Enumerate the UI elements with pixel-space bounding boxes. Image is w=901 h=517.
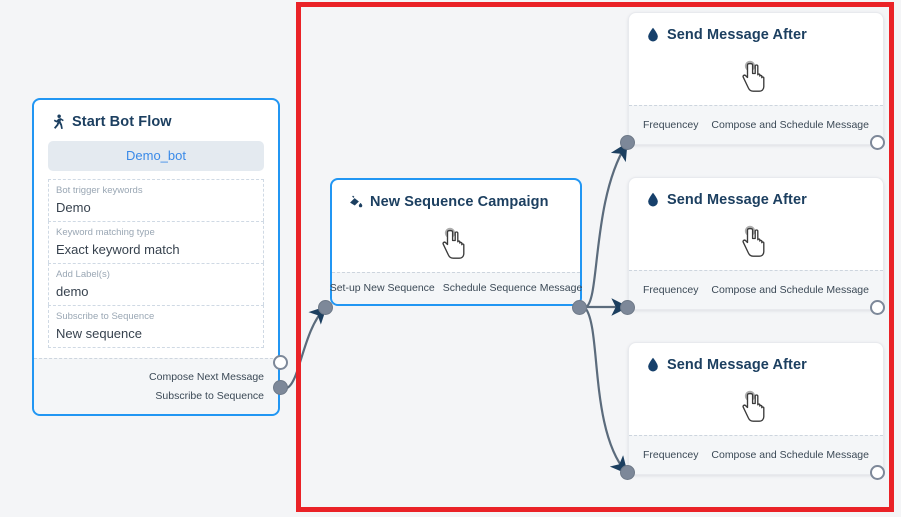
node-title: Start Bot Flow (72, 113, 172, 130)
water-drop-icon (645, 191, 660, 208)
port-schedule-sequence-message[interactable] (572, 300, 587, 315)
node-port-bar: Frequencey Compose and Schedule Message (629, 105, 883, 144)
port-setup-new-sequence[interactable] (318, 300, 333, 315)
node-body (629, 214, 883, 270)
node-body (629, 49, 883, 105)
port-row-subscribe-to-sequence: Subscribe to Sequence (48, 386, 264, 405)
node-title: Send Message After (667, 356, 807, 373)
node-port-bar: Set-up New Sequence Schedule Sequence Me… (330, 272, 583, 304)
node-title: Send Message After (667, 26, 807, 43)
port-row-compose-next-message: Compose Next Message (48, 367, 264, 386)
node-port-bar: Frequencey Compose and Schedule Message (629, 270, 883, 309)
port-frequencey-2[interactable] (620, 300, 635, 315)
field-add-labels[interactable]: Add Label(s) demo (48, 263, 264, 305)
node-header: Send Message After (629, 178, 883, 214)
port-label-compose-and-schedule-message: Compose and Schedule Message (711, 448, 869, 461)
hand-cursor-icon (737, 222, 775, 262)
port-labels: Frequencey Compose and Schedule Message (643, 280, 869, 299)
field-value: demo (56, 284, 89, 299)
bot-selector-pill[interactable]: Demo_bot (48, 141, 264, 171)
port-label-frequencey: Frequencey (643, 283, 699, 296)
field-value: New sequence (56, 326, 142, 341)
port-subscribe-to-sequence[interactable] (273, 380, 288, 395)
port-label: Compose Next Message (149, 370, 264, 383)
node-start-bot-flow[interactable]: Start Bot Flow Demo_bot Bot trigger keyw… (32, 98, 280, 416)
node-send-message-after-2[interactable]: Send Message After Frequencey Compose an… (628, 177, 884, 310)
node-header: Send Message After (629, 13, 883, 49)
node-title: Send Message After (667, 191, 807, 208)
port-label-setup-new-sequence: Set-up New Sequence (329, 282, 435, 294)
port-labels: Set-up New Sequence Schedule Sequence Me… (330, 282, 583, 294)
node-port-bar: Compose Next Message Subscribe to Sequen… (34, 358, 278, 414)
paint-pour-icon (348, 193, 363, 210)
port-frequencey-1[interactable] (620, 135, 635, 150)
edge-sequencecampaign-to-message3 (585, 308, 628, 475)
node-send-message-after-1[interactable]: Send Message After Frequencey Compose an… (628, 12, 884, 145)
node-body (332, 216, 580, 272)
node-send-message-after-3[interactable]: Send Message After Frequencey Compose an… (628, 342, 884, 475)
node-body (629, 379, 883, 435)
port-label-frequencey: Frequencey (643, 448, 699, 461)
edge-startbot-to-sequencecampaign (286, 305, 328, 389)
field-label: Bot trigger keywords (56, 185, 143, 196)
port-label: Subscribe to Sequence (155, 389, 264, 402)
field-keyword-matching-type[interactable]: Keyword matching type Exact keyword matc… (48, 221, 264, 263)
field-bot-trigger-keywords[interactable]: Bot trigger keywords Demo (48, 179, 264, 221)
running-person-icon (50, 113, 65, 130)
port-compose-and-schedule-message-3[interactable] (870, 465, 885, 480)
port-labels: Frequencey Compose and Schedule Message (643, 115, 869, 134)
field-value: Demo (56, 200, 91, 215)
edge-sequencecampaign-to-message1 (585, 142, 628, 308)
port-compose-next-message[interactable] (273, 355, 288, 370)
node-port-bar: Frequencey Compose and Schedule Message (629, 435, 883, 474)
port-frequencey-3[interactable] (620, 465, 635, 480)
node-header: New Sequence Campaign (332, 180, 580, 216)
field-label: Keyword matching type (56, 227, 155, 238)
hand-cursor-icon (437, 224, 475, 264)
node-header: Start Bot Flow (34, 100, 278, 136)
port-label-frequencey: Frequencey (643, 118, 699, 131)
field-subscribe-to-sequence[interactable]: Subscribe to Sequence New sequence (48, 305, 264, 348)
node-new-sequence-campaign[interactable]: New Sequence Campaign Set-up New Sequenc… (330, 178, 582, 306)
hand-cursor-icon (737, 57, 775, 97)
node-header: Send Message After (629, 343, 883, 379)
water-drop-icon (645, 356, 660, 373)
port-labels: Frequencey Compose and Schedule Message (643, 445, 869, 464)
field-label: Add Label(s) (56, 269, 110, 280)
field-value: Exact keyword match (56, 242, 180, 257)
port-label-compose-and-schedule-message: Compose and Schedule Message (711, 118, 869, 131)
port-compose-and-schedule-message-2[interactable] (870, 300, 885, 315)
node-title: New Sequence Campaign (370, 193, 549, 210)
port-label-schedule-sequence-message: Schedule Sequence Message (442, 282, 583, 294)
field-label: Subscribe to Sequence (56, 311, 155, 322)
port-compose-and-schedule-message-1[interactable] (870, 135, 885, 150)
water-drop-icon (645, 26, 660, 43)
hand-cursor-icon (737, 387, 775, 427)
port-label-compose-and-schedule-message: Compose and Schedule Message (711, 283, 869, 296)
field-list: Bot trigger keywords Demo Keyword matchi… (48, 179, 264, 348)
